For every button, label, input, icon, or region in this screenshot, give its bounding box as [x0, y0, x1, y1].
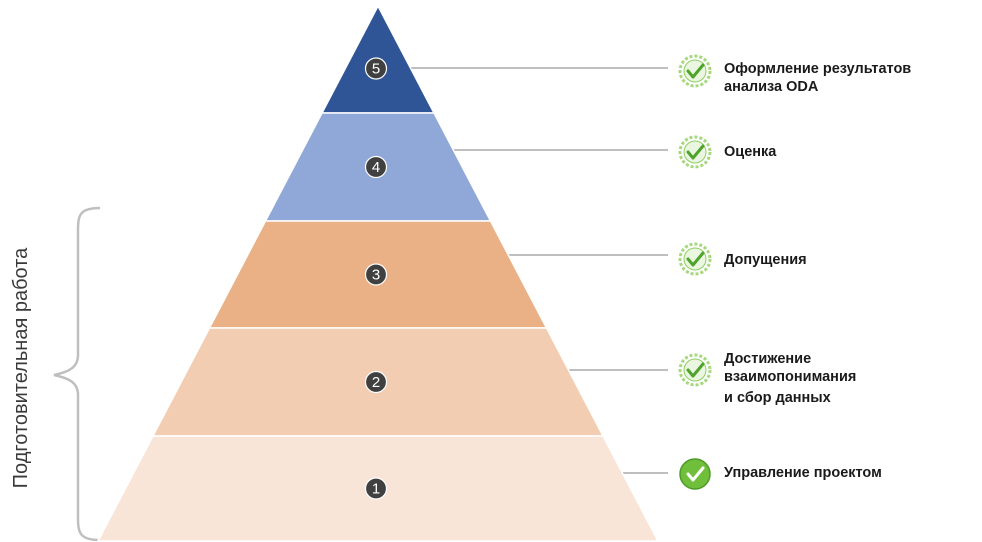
- check-icons: [678, 54, 712, 490]
- level-number-circle-2: [364, 370, 388, 394]
- level-label-4: Оценка: [724, 143, 776, 161]
- side-label-preparatory-work: Подготовительная работа: [10, 247, 32, 489]
- level-number-circle-5: [364, 57, 388, 80]
- level-label-5: Оформление результатов анализа ODA: [724, 60, 911, 96]
- level-number-4: 4: [372, 159, 380, 176]
- check-icon-dashed: [678, 54, 712, 88]
- level-label-line: анализа ODA: [724, 79, 819, 95]
- level-label-3: Допущения: [724, 251, 807, 269]
- level-badges: 5 4 3 2 1: [364, 57, 388, 500]
- level-label-1: Управление проектом: [724, 464, 882, 482]
- check-icon-dashed: [678, 242, 712, 276]
- connector-lines: [410, 67, 668, 474]
- level-label-line: Оформление результатов: [724, 61, 912, 77]
- level-label-line: Оценка: [724, 144, 777, 160]
- level-label-line: Достижение: [724, 351, 812, 367]
- level-number-3: 3: [372, 267, 380, 284]
- check-icon-solid: [679, 458, 711, 490]
- level-label-line: Управление проектом: [724, 465, 882, 481]
- level-number-circle-4: [364, 155, 388, 179]
- level-number-5: 5: [372, 61, 380, 78]
- level-label-line: взаимопонимания: [724, 369, 857, 385]
- check-icon-dashed: [678, 135, 712, 169]
- level-label-2: Достижение взаимопонимания и сбор данных: [724, 350, 856, 407]
- check-icon-dashed: [678, 353, 712, 387]
- level-number-circle-1: [364, 477, 388, 500]
- level-number-2: 2: [372, 374, 380, 391]
- bracket: [53, 206, 101, 542]
- level-label-line: и сбор данных: [724, 390, 831, 406]
- level-number-circle-3: [364, 263, 388, 286]
- level-number-1: 1: [372, 481, 380, 498]
- level-label-line: Допущения: [724, 252, 807, 268]
